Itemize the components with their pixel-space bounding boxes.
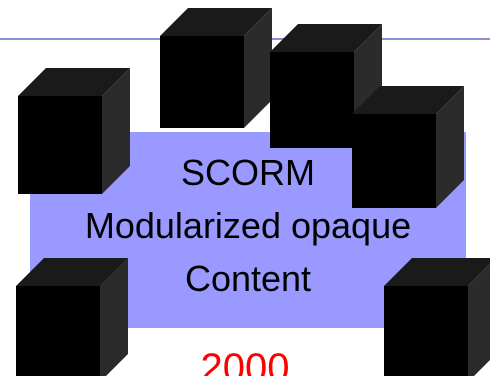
caption-line: SCORM [181, 152, 315, 193]
cube-icon [18, 68, 130, 194]
caption-text: SCORM Modularized opaque Content [30, 146, 466, 305]
caption-line: Modularized opaque [84, 205, 412, 246]
cube-icon [160, 8, 272, 128]
cube-icon [16, 258, 128, 376]
cube-icon [352, 86, 464, 208]
caption-line: Content [184, 258, 312, 299]
cube-icon [384, 258, 490, 376]
year-label: 2000 [200, 346, 290, 376]
